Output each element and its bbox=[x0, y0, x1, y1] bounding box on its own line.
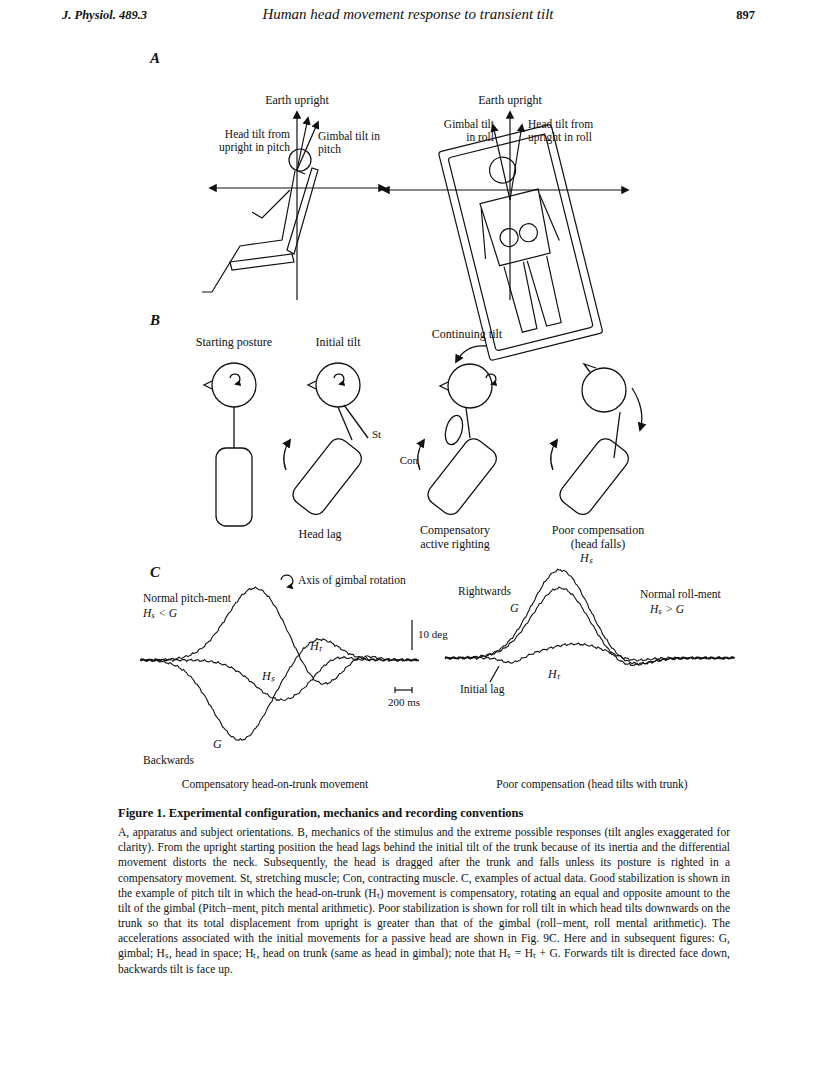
figure-label: Poor compensation (head falls) bbox=[543, 524, 653, 552]
figure-label: Initial tilt bbox=[316, 336, 361, 350]
figure-label: Continuing tilt bbox=[432, 328, 502, 342]
figure-caption: A, apparatus and subject orientations. B… bbox=[118, 825, 730, 977]
figure-label: Poor compensation (head tilts with trunk… bbox=[496, 778, 687, 791]
figure-label: Human head movement response to transien… bbox=[262, 6, 553, 23]
figure-label: Con bbox=[400, 454, 418, 467]
trace-line bbox=[140, 639, 419, 741]
figure-label: Head tilt from upright in pitch bbox=[206, 128, 290, 154]
figure-label: J. Physiol. 489.3 bbox=[62, 8, 147, 22]
figure-label: Starting posture bbox=[196, 336, 272, 350]
figure-label: Gimbal tilt in pitch bbox=[318, 130, 382, 156]
figure-label: Hₜ bbox=[310, 640, 322, 654]
figure-label: Hₛ bbox=[262, 670, 275, 684]
figure-label: St bbox=[372, 428, 381, 441]
panel-a-pitch bbox=[202, 112, 385, 300]
figure-label: Backwards bbox=[143, 754, 194, 767]
trace-line bbox=[445, 569, 735, 665]
figure-label: Earth upright bbox=[265, 94, 329, 108]
panel-b-mechanics bbox=[204, 346, 642, 587]
figure-label: 10 deg bbox=[418, 628, 448, 641]
trace-line bbox=[140, 656, 419, 700]
figure-label: Gimbal tilt in roll bbox=[434, 118, 494, 144]
figure-label: Axis of gimbal rotation bbox=[298, 574, 406, 587]
figure-label: Rightwards bbox=[458, 585, 511, 598]
figure-label: Earth upright bbox=[478, 94, 542, 108]
figure-label: Compensatory active righting bbox=[407, 524, 503, 552]
figure-label: Hₜ bbox=[548, 668, 560, 682]
figure-label: 897 bbox=[736, 8, 755, 22]
figure-label: B bbox=[150, 312, 160, 329]
panel-a-roll bbox=[383, 112, 628, 361]
figure-label: G bbox=[510, 602, 519, 616]
figure-label: Normal roll-ment bbox=[640, 588, 721, 601]
figure-label: Normal pitch-ment bbox=[143, 592, 231, 605]
figure-label: A bbox=[150, 50, 160, 67]
figure-label: C bbox=[150, 564, 160, 581]
caption-block: Figure 1. Experimental configuration, me… bbox=[118, 806, 730, 977]
figure-title: Figure 1. Experimental configuration, me… bbox=[118, 806, 730, 821]
figure-label: Head tilt from upright in roll bbox=[528, 118, 614, 144]
figure-label: Hₛ > G bbox=[650, 603, 684, 616]
figure-label: Hₛ bbox=[580, 552, 593, 566]
figure-label: Initial lag bbox=[460, 683, 504, 696]
figure-label: 200 ms bbox=[388, 696, 420, 709]
trace-line bbox=[445, 643, 735, 663]
data-traces bbox=[140, 569, 735, 740]
figure-label: Compensatory head-on-trunk movement bbox=[182, 778, 369, 791]
figure-label: Hₛ < G bbox=[143, 607, 177, 620]
figure-label: Head lag bbox=[299, 528, 342, 542]
figure-label: G bbox=[213, 738, 222, 752]
